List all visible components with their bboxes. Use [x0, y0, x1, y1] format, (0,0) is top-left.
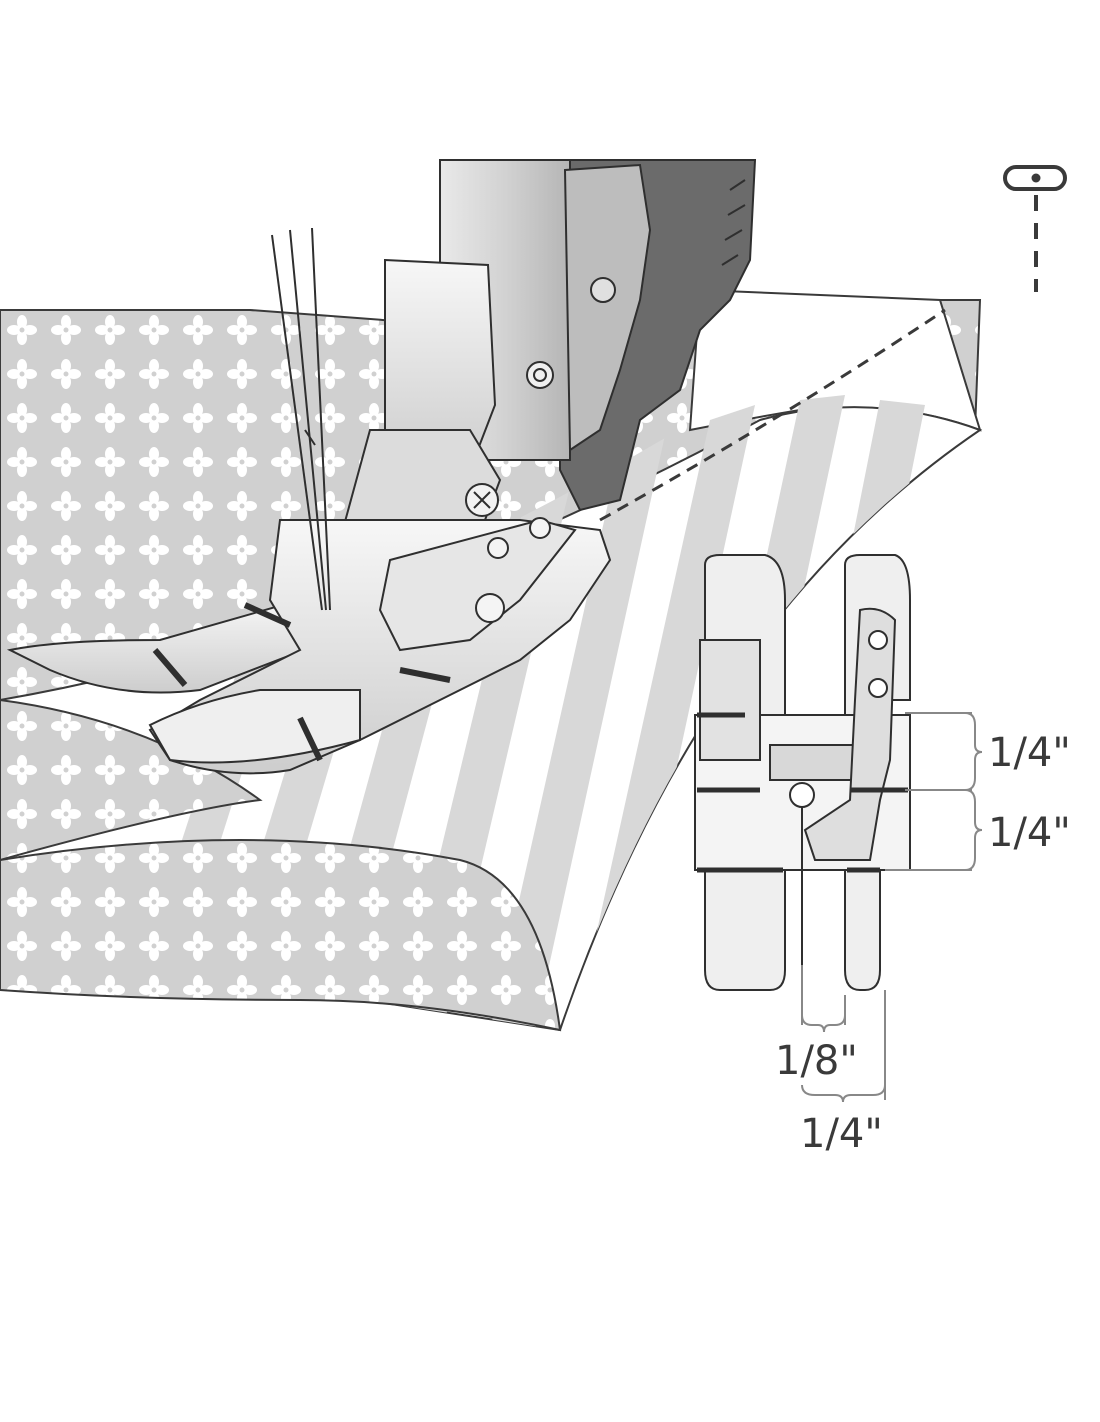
seam-stitch-line [599, 308, 946, 522]
shank-screw [526, 361, 554, 389]
dimension-labels: 1/4" 1/4" 1/8" 1/4" [775, 730, 1071, 1157]
guide-hole [475, 593, 505, 623]
brace-bottom-outer [801, 1084, 886, 1103]
brace-bottom-inner [801, 1014, 846, 1033]
dimension-annotations [801, 712, 983, 1103]
top-view-needle-hole [789, 782, 815, 808]
straight-stitch-needle-position-icon [1003, 165, 1067, 292]
label-bottom-outer: 1/4" [800, 1111, 883, 1157]
presser-foot-top-view [694, 554, 911, 991]
label-right-lower: 1/4" [988, 810, 1071, 856]
guide-screw-1 [487, 537, 509, 559]
top-view-guide-arm [803, 607, 897, 861]
label-bottom-inner: 1/8" [775, 1038, 858, 1084]
needle [271, 227, 331, 611]
guide-screw-2 [529, 517, 551, 539]
clamp-screw-hole [590, 277, 616, 303]
foot-right-toe [148, 689, 361, 764]
clamp-plate [563, 163, 652, 452]
label-right-upper: 1/4" [988, 730, 1071, 776]
sewing-machine-presser-foot [6, 159, 757, 775]
lower-patterned-fabric [0, 839, 562, 1032]
brace-right-upper [964, 712, 983, 791]
brace-right-lower [964, 789, 983, 871]
lower-patterned-fabric-left [0, 698, 263, 862]
